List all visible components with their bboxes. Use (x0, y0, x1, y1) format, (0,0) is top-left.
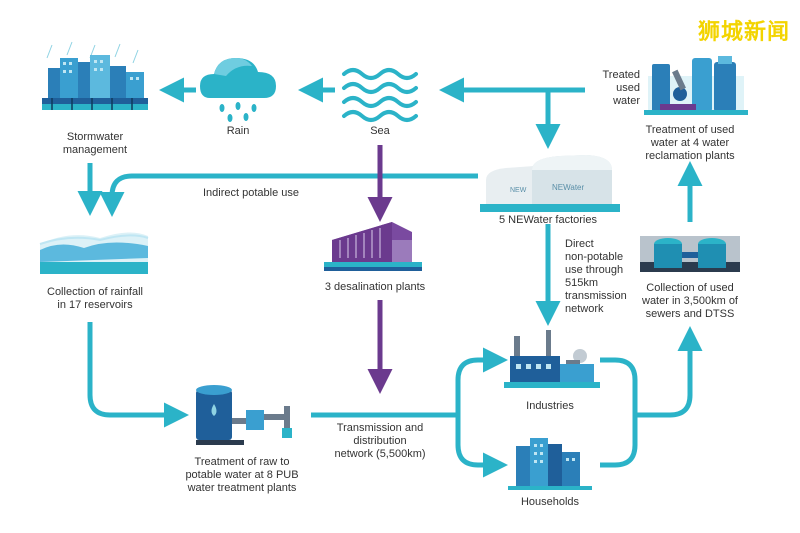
water-treatment-plant-icon (196, 385, 292, 445)
desalination-plant-icon (324, 222, 422, 271)
newater-tank-label: NEWater (552, 183, 584, 192)
flow-arrows (77, 77, 703, 478)
label-newater-factories: 5 NEWater factories (498, 214, 597, 226)
reservoir-icon (39, 232, 149, 274)
label-reservoirs: Collection of rainfall in 17 reservoirs (47, 286, 143, 311)
watermark-text: 狮城新闻 (697, 20, 790, 45)
label-households: Households (520, 496, 580, 508)
used-water-collection-icon (640, 236, 740, 272)
label-indirect-potable-use: Indirect potable use (202, 187, 299, 199)
label-industries: Industries (526, 400, 574, 412)
label-water-treatment-plants: Treatment of raw to potable water at 8 P… (185, 456, 299, 494)
arrow-network-to-industries (455, 347, 508, 415)
label-used-water-collection: Collection of used water in 3,500km of s… (642, 282, 738, 320)
label-reclamation-plants: Treatment of used water at 4 water recla… (645, 124, 735, 162)
arrow-indirect-potable (99, 173, 478, 217)
households-icon (508, 438, 592, 490)
arrow-network-to-households (455, 415, 508, 478)
stormwater-icon (42, 41, 148, 110)
label-sea: Sea (370, 125, 390, 137)
arrow-households-to-collection (600, 395, 638, 468)
newater-factories-icon: NEW NEWater (480, 155, 620, 212)
arrow-users-to-collection (635, 326, 703, 418)
arrow-reservoirs-to-treatment (87, 322, 189, 428)
label-direct-nonpotable: Direct non-potable use through 515km tra… (565, 238, 627, 315)
label-stormwater: Stormwater management (62, 131, 128, 156)
sea-waves-icon (342, 68, 418, 122)
label-rain: Rain (226, 125, 250, 137)
label-transmission-network: Transmission and distribution network (5… (334, 422, 426, 460)
label-desalination-plants: 3 desalination plants (324, 281, 426, 293)
label-treated-used-water: Treated used water (602, 69, 640, 107)
reclamation-plant-icon (644, 56, 748, 115)
industries-icon (504, 330, 600, 388)
rain-cloud-icon (200, 58, 276, 122)
svg-text:NEW: NEW (510, 187, 527, 194)
arrow-industries-to-collection (600, 357, 638, 395)
